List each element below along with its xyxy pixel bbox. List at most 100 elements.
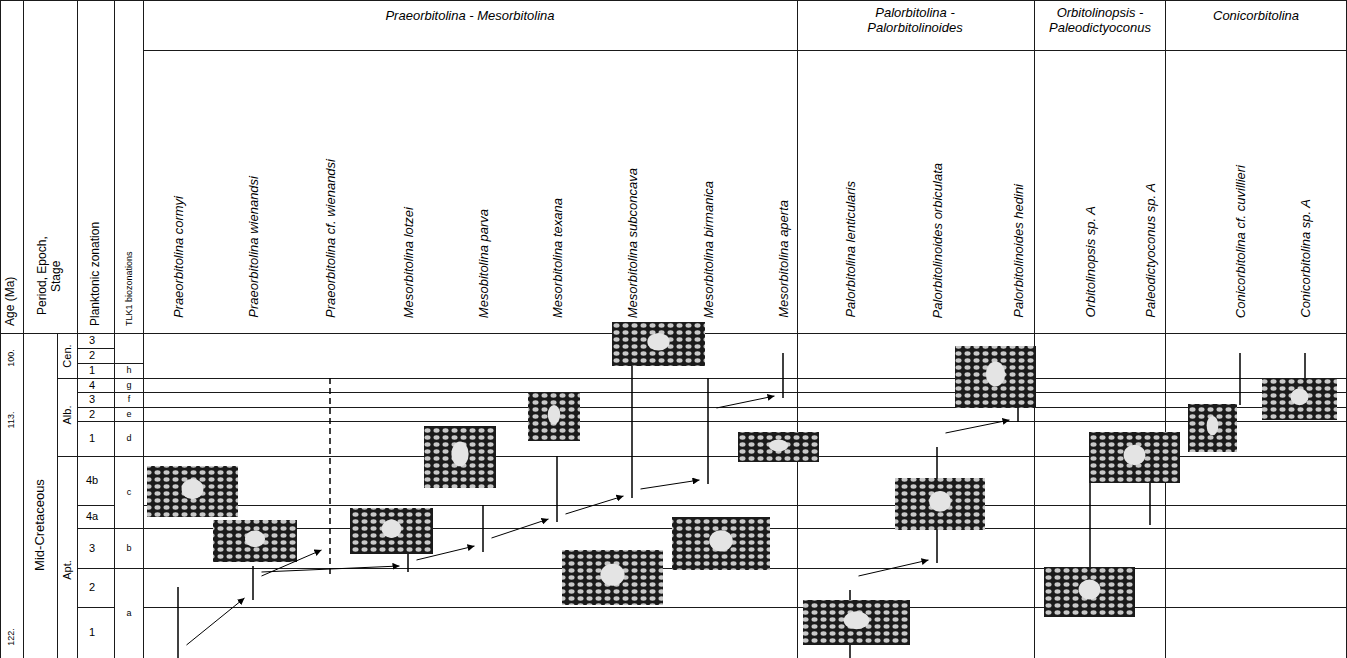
grid-line [77, 407, 1347, 408]
biozone-letter: a [126, 608, 131, 618]
group-header: Palorbitolina - Palorbitolinoides [845, 6, 985, 36]
specimen-aperture [182, 479, 204, 499]
specimen-photo-ground [147, 466, 238, 517]
lineage-arrow [566, 496, 624, 514]
specimen-photo-ground [424, 426, 496, 488]
zone-number: 3 [89, 542, 95, 555]
species-name: Paleodictyoconus sp. A [1143, 183, 1158, 318]
grid-line [57, 378, 1347, 379]
stage-name: Cen. [61, 344, 74, 367]
specimen-photo-ground [350, 508, 433, 554]
specimen-photo-ground [895, 478, 985, 530]
species-name: Mesorbitolina lotzei [401, 207, 416, 318]
specimen-aperture [1124, 445, 1146, 465]
zone-number: 4a [86, 510, 98, 523]
grid-line [57, 333, 58, 658]
grid-line [1346, 0, 1347, 658]
biozone-letter: e [126, 409, 131, 419]
zone-number: 2 [89, 349, 95, 362]
specimen-photo-ground [1089, 432, 1180, 483]
specimen-photo [147, 466, 238, 517]
grid-line [143, 50, 1347, 51]
specimen-photo-ground [528, 393, 580, 441]
species-name: Mesorbitolina texana [550, 198, 565, 318]
zone-number: 4 [89, 379, 95, 392]
lineage-arrow [187, 598, 245, 645]
range-line [329, 378, 331, 576]
specimen-photo [213, 520, 297, 562]
specimen-photo-ground [1262, 378, 1337, 420]
range-line [707, 378, 709, 484]
species-name: Praeorbitolina cormyi [171, 196, 186, 318]
specimen-aperture [1079, 580, 1101, 600]
specimen-photo [1089, 432, 1180, 483]
specimen-photo-ground [213, 520, 297, 562]
column-header: Age (Ma) [4, 277, 18, 326]
grid-line [0, 0, 1347, 1]
lineage-arrow [946, 420, 1010, 433]
species-column: Paleodictyoconus sp. A [1142, 55, 1159, 656]
species-name: Conicorbitolina cf. cuvillieri [1233, 165, 1248, 318]
zone-number: 1 [89, 432, 95, 445]
specimen-aperture [382, 520, 402, 538]
specimen-photo-ground [1188, 404, 1237, 452]
specimen-photo [803, 600, 910, 645]
grid-line [77, 392, 1347, 393]
grid-line [143, 505, 1347, 506]
species-column: Conicorbitolina sp. A [1297, 55, 1314, 656]
species-column: Mesorbitolina texana [549, 55, 566, 656]
specimen-aperture [986, 362, 1005, 387]
species-column: Mesorbitolina lotzei [400, 55, 417, 656]
zone-number: 3 [89, 334, 95, 347]
species-column: Orbitolinopsis sp. A [1082, 55, 1099, 656]
grid-line [77, 607, 114, 608]
species-column: Mesorbitolina subconcava [624, 55, 641, 656]
specimen-photo [424, 426, 496, 488]
specimen-photo [895, 478, 985, 530]
specimen-aperture [548, 405, 560, 424]
biozone-letter: g [126, 380, 131, 390]
specimen-photos [147, 322, 1337, 645]
specimen-photo-ground [672, 517, 770, 570]
biozone-letter: b [126, 543, 131, 553]
specimen-photo [528, 393, 580, 441]
specimen-photo-ground [738, 432, 819, 462]
grid-line [23, 0, 24, 658]
species-name: Mesorbitolina birmanica [701, 181, 716, 318]
lineage-arrow [717, 396, 775, 408]
lineage-arrow [492, 519, 549, 538]
specimen-aperture [769, 440, 788, 452]
specimen-aperture [647, 333, 669, 351]
zone-number: 2 [89, 408, 95, 421]
zone-number: 1 [89, 364, 95, 377]
species-column: Mesobitolina parva [475, 55, 492, 656]
specimen-aperture [929, 491, 951, 512]
lineage-arrow [417, 546, 475, 560]
species-column: Praeorbitolina cormyi [170, 55, 187, 656]
grid-line [0, 0, 1, 658]
lineage-arrow [641, 480, 700, 489]
species-name: Palorbitolina lenticularis [843, 181, 858, 318]
grid-line [143, 607, 1347, 608]
grid-line [114, 0, 115, 658]
species-name: Orbitolinopsis sp. A [1083, 206, 1098, 318]
age-value: 122. [6, 628, 16, 646]
species-name: Mesorbitolina aperta [776, 200, 791, 318]
species-column: Praeorbitolina wienandsi [245, 55, 262, 656]
column-header: Period, Epoch, Stage [36, 226, 64, 326]
specimen-aperture [844, 611, 870, 629]
age-value: 100. [6, 349, 16, 367]
range-line [252, 566, 254, 600]
specimen-photo [672, 517, 770, 570]
species-column: Palorbitolina lenticularis [842, 55, 859, 656]
biozone-letter: f [128, 394, 131, 404]
specimen-photo [1044, 567, 1135, 617]
species-column: Palorbitolinoides hedini [1010, 55, 1027, 656]
zone-number: 1 [89, 626, 95, 639]
specimen-photo [1262, 378, 1337, 420]
grid-line [143, 0, 144, 658]
grid-line [797, 0, 798, 658]
species-column: Conicorbitolina cf. cuvillieri [1232, 55, 1249, 656]
